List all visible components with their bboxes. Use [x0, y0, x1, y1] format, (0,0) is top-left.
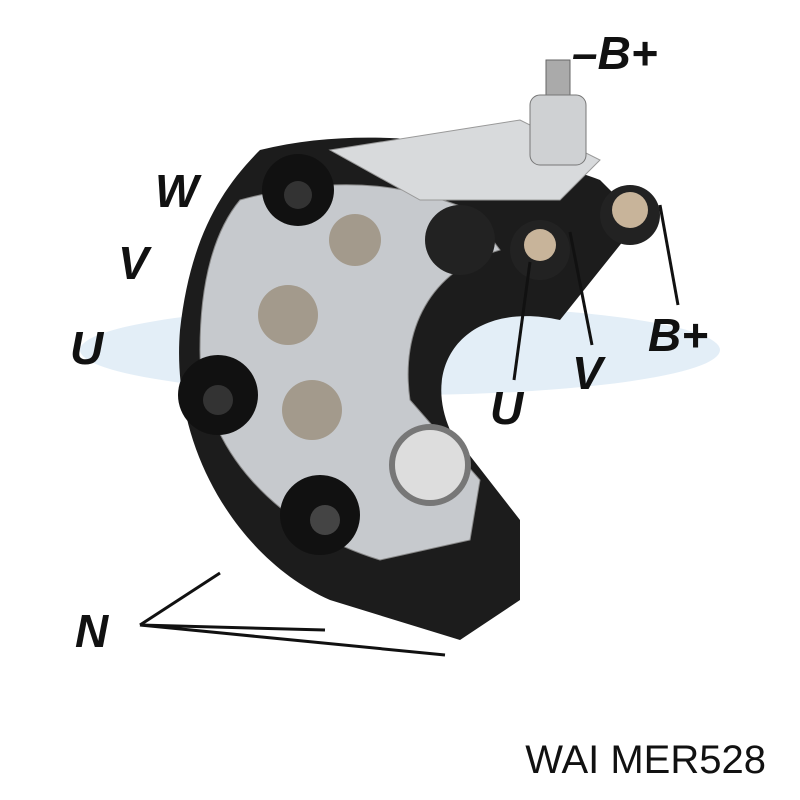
diode [258, 285, 318, 345]
product-caption: WAI MER528 [525, 738, 766, 782]
label-b-plus-right: B+ [648, 309, 709, 361]
label-w: W [155, 165, 199, 217]
mounting-hole [389, 424, 471, 506]
terminal-hole [310, 505, 340, 535]
terminal-ring [612, 192, 648, 228]
terminal-ring [524, 229, 556, 261]
diode [329, 214, 381, 266]
label-n: N [75, 605, 109, 657]
label-u-right: U [490, 382, 524, 434]
label-b-plus-top: –B+ [572, 27, 658, 79]
label-v-left: V [118, 237, 149, 289]
diode [282, 380, 342, 440]
stud-bolt [545, 59, 571, 101]
terminal-hole [284, 181, 312, 209]
terminal-hole [203, 385, 233, 415]
label-v-right: V [572, 347, 603, 399]
terminal-cap [425, 205, 495, 275]
label-u-left: U [70, 322, 104, 374]
leader-lines [139, 204, 680, 657]
stud-nut [529, 94, 587, 166]
